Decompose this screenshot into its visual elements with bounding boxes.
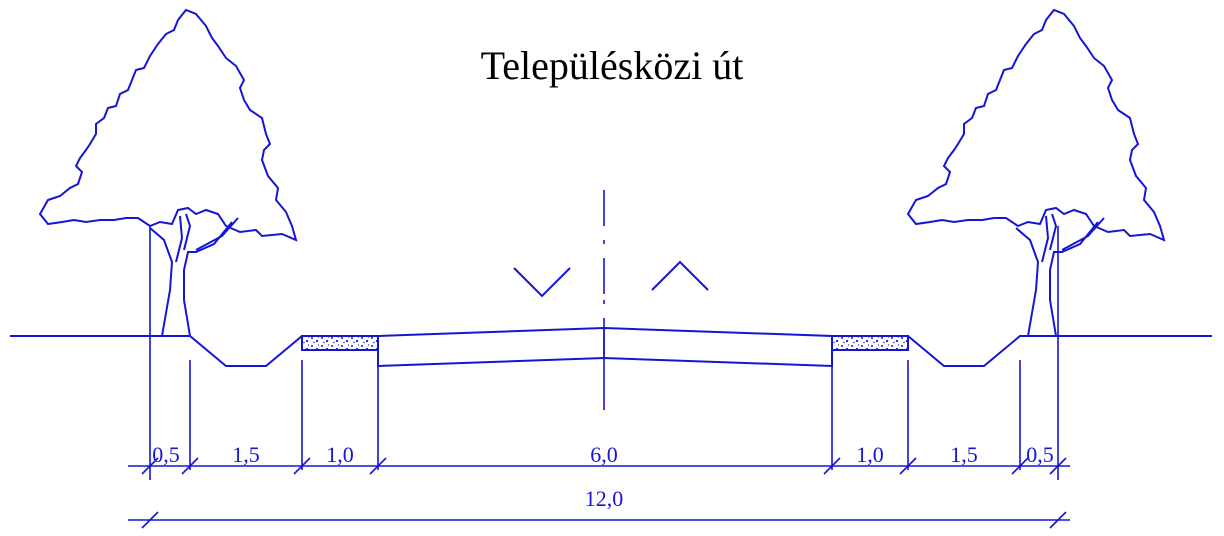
right-tree-icon [906,8,1166,480]
slope-symbol-left [513,267,571,298]
dimension-lines [128,360,1070,529]
diagram-title: Településközi út [480,43,744,88]
slope-symbol-right [651,260,709,291]
right-shoulder [831,335,909,351]
left-tree-icon [38,8,298,480]
dim-1-0-right: 1,0 [856,442,884,467]
carriageway [377,326,833,368]
dim-6-0: 6,0 [590,442,618,467]
dim-1-5-left: 1,5 [232,442,260,467]
ground-profile [10,335,1212,367]
dim-total: 12,0 [585,486,624,511]
dim-0-5-left: 0,5 [152,442,180,467]
dim-1-5-right: 1,5 [950,442,978,467]
left-shoulder [301,335,379,351]
dim-1-0-left: 1,0 [326,442,354,467]
dim-0-5-right: 0,5 [1026,442,1054,467]
